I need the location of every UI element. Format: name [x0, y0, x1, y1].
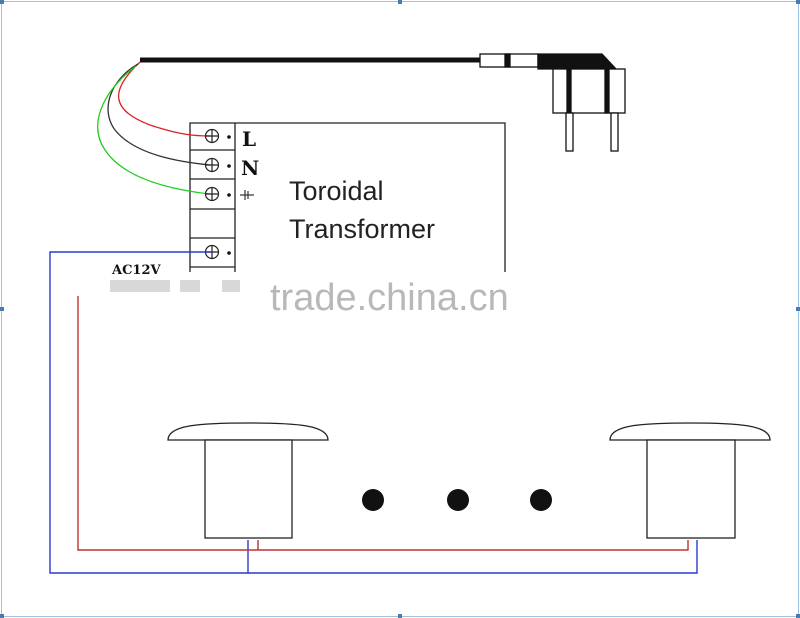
- output-red-wire: [77, 296, 689, 551]
- terminal-label-live: L: [242, 127, 256, 151]
- lamp-right: [609, 422, 771, 539]
- lamp-left: [167, 422, 329, 539]
- earth-wire: [97, 65, 211, 195]
- terminal-dots: [227, 135, 231, 255]
- earth-icon: [240, 190, 254, 200]
- plug-icon: [479, 53, 626, 152]
- output-voltage-label: AC12V: [111, 263, 162, 278]
- blurred-text-smudge: [110, 280, 240, 292]
- ellipsis-dots: [362, 489, 552, 511]
- transformer-title-line2: Transformer: [289, 214, 435, 244]
- transformer-box: [189, 122, 506, 272]
- live-wire: [117, 61, 211, 137]
- terminal-screws: [204, 128, 220, 260]
- terminal-label-neutral: N: [241, 156, 259, 180]
- watermark: trade.china.cn: [270, 277, 509, 319]
- output-blue-wire: [49, 251, 698, 574]
- transformer-title-line1: Toroidal: [289, 176, 384, 206]
